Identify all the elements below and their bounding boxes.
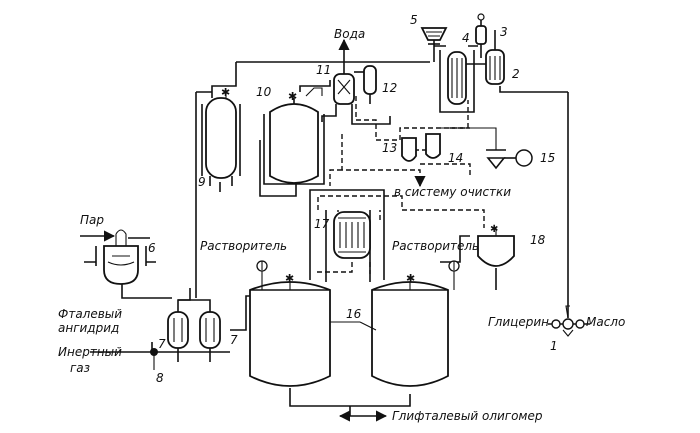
label-rastvoritel-right: Растворитель <box>392 239 479 253</box>
reactor-16-left: ✱ <box>249 272 331 387</box>
vessel-3 <box>475 13 487 58</box>
right-vertical-pipe <box>499 86 569 318</box>
heat-exchanger-17 <box>333 211 371 259</box>
label-voda: Вода <box>334 27 365 41</box>
number-13: 13 <box>382 141 397 155</box>
number-3: 3 <box>500 25 508 39</box>
number-7b: 7 <box>230 333 238 347</box>
agitator-10-icon: ✱ <box>288 90 297 103</box>
valve-8 <box>150 348 158 356</box>
number-17: 17 <box>314 217 330 231</box>
svg-text:✱: ✱ <box>285 272 294 285</box>
pipe-16-bottom <box>289 388 411 407</box>
number-9: 9 <box>198 175 206 189</box>
receiver-13 <box>401 137 417 162</box>
label-par: Пар <box>80 213 104 227</box>
number-1: 1 <box>550 339 558 353</box>
svg-text:✱: ✱ <box>406 272 415 285</box>
filter-2 <box>485 30 505 85</box>
pipe-11-right <box>351 104 391 125</box>
number-15: 15 <box>540 151 555 165</box>
vent-line-13-14 <box>414 127 470 151</box>
pressure-gauge-left <box>256 260 268 290</box>
label-rastvoritel-left: Растворитель <box>200 239 287 253</box>
svg-text:✱: ✱ <box>490 224 498 235</box>
vent-line-17-bottom <box>316 262 371 274</box>
number-16: 16 <box>346 307 362 321</box>
number-8: 8 <box>156 371 164 385</box>
number-4: 4 <box>462 31 470 45</box>
number-6: 6 <box>148 241 156 255</box>
pipe-16-left-top <box>309 189 385 280</box>
pipe-10-bottom <box>259 140 297 197</box>
heat-exchanger-7a <box>167 311 189 362</box>
vent-line-to-cleaning <box>420 163 471 178</box>
label-angidrid: ангидрид <box>58 321 119 335</box>
label-inertny: Инертный <box>58 345 122 359</box>
label-maslo: Масло <box>586 315 625 329</box>
number-14: 14 <box>448 151 463 165</box>
number-2: 2 <box>512 67 520 81</box>
pressure-gauge-right <box>448 260 460 290</box>
pipe-11-down <box>321 104 337 122</box>
svg-text:✱: ✱ <box>221 86 230 99</box>
number-18: 18 <box>530 233 546 247</box>
separator-11 <box>333 38 355 105</box>
heat-exchanger-7b <box>199 311 221 362</box>
vent-line-16-top <box>317 195 485 228</box>
label-oligomer: Глифталевый олигомер <box>392 409 543 423</box>
leader-16 <box>330 321 377 331</box>
number-5: 5 <box>410 13 418 27</box>
number-7a: 7 <box>158 337 166 351</box>
dosing-device-5 <box>420 27 448 62</box>
vessel-9: ✱ <box>201 86 241 186</box>
label-ftalevy: Фталевый <box>58 307 122 321</box>
pipe-18-to-16 <box>440 235 470 263</box>
valve-distributor-1 <box>548 305 590 337</box>
label-gaz: газ <box>70 361 90 375</box>
melter-6 <box>80 229 156 285</box>
left-vertical-pipe <box>195 91 212 298</box>
vessel-18: ✱ <box>477 224 515 267</box>
reactor-16-right: ✱ <box>371 272 449 387</box>
receiver-12 <box>363 65 377 104</box>
vacuum-pump-15 <box>486 149 533 170</box>
pipe-6-to-7 <box>121 283 172 299</box>
pipe-10-to-11 <box>299 80 331 92</box>
label-glicerin: Глицерин <box>488 315 549 329</box>
condenser-4 <box>434 45 478 113</box>
number-11: 11 <box>316 63 331 77</box>
number-10: 10 <box>256 85 272 99</box>
receiver-14 <box>425 133 441 159</box>
label-cleaning-system: в систему очистки <box>394 185 511 199</box>
reactor-10: ✱ <box>263 87 325 185</box>
pipe-7-manifold <box>178 299 211 312</box>
number-12: 12 <box>382 81 397 95</box>
vacuum-line <box>440 127 497 150</box>
